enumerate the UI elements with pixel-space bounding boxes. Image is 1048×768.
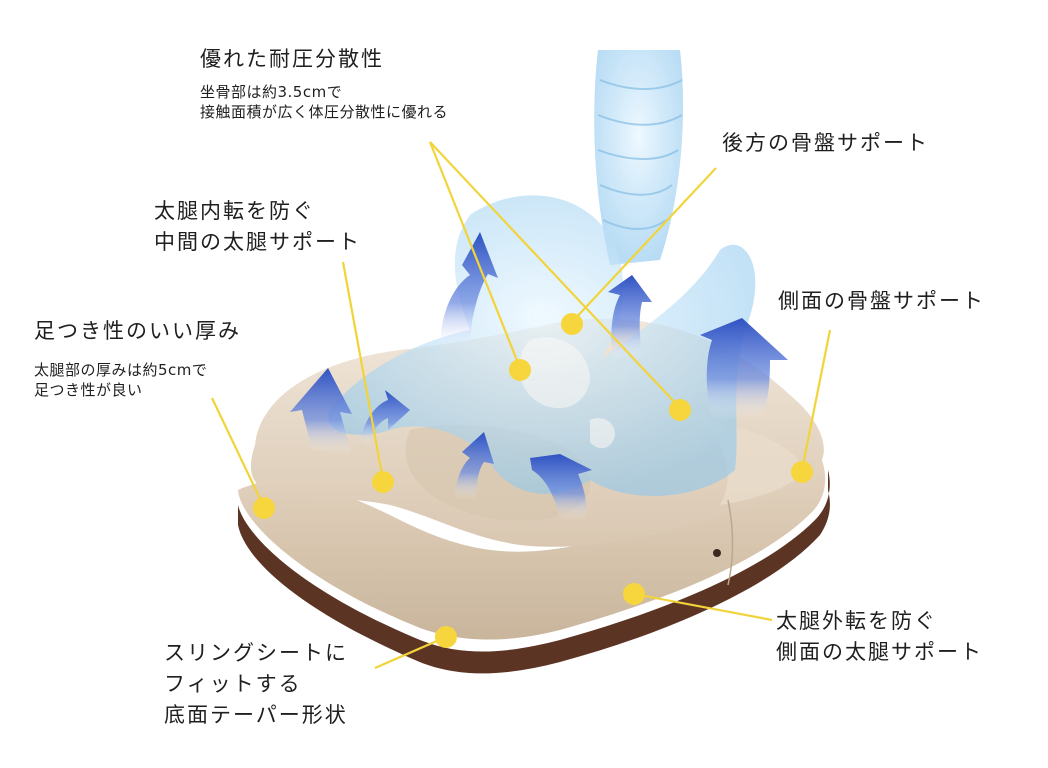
- callout-dot: [791, 461, 813, 483]
- spine-icon: [594, 50, 684, 265]
- callout-dot: [561, 313, 583, 335]
- upward-arrow-icon: [290, 232, 788, 520]
- outer-thigh-support-label: 太腿外転を防ぐ 側面の太腿サポート: [776, 609, 983, 664]
- bottom-taper-label: スリングシートに フィットする 底面テーパー形状: [164, 641, 348, 727]
- pelvis-icon: [328, 195, 756, 497]
- pressure-distribution-desc: 坐骨部は約3.5cmで 接触面積が広く体圧分散性に優れる: [200, 83, 449, 121]
- callout-dot: [509, 359, 531, 381]
- foot-reach-thickness-desc: 太腿部の厚みは約5cmで 足つき性が良い: [34, 361, 208, 399]
- leader-lines: [211, 141, 832, 670]
- callout-dot: [253, 497, 275, 519]
- foot-reach-thickness-title: 足つき性のいい厚み: [34, 319, 241, 343]
- rear-pelvis-support-label: 後方の骨盤サポート: [722, 131, 929, 155]
- callout-dots: [253, 313, 813, 648]
- pressure-distribution-title: 優れた耐圧分散性: [200, 47, 384, 71]
- callout-dot: [669, 399, 691, 421]
- side-pelvis-support-label: 側面の骨盤サポート: [778, 289, 985, 313]
- callout-dot: [623, 583, 645, 605]
- callout-dot: [435, 626, 457, 648]
- callout-dot: [372, 471, 394, 493]
- middle-thigh-support-label: 太腿内転を防ぐ 中間の太腿サポート: [154, 199, 361, 254]
